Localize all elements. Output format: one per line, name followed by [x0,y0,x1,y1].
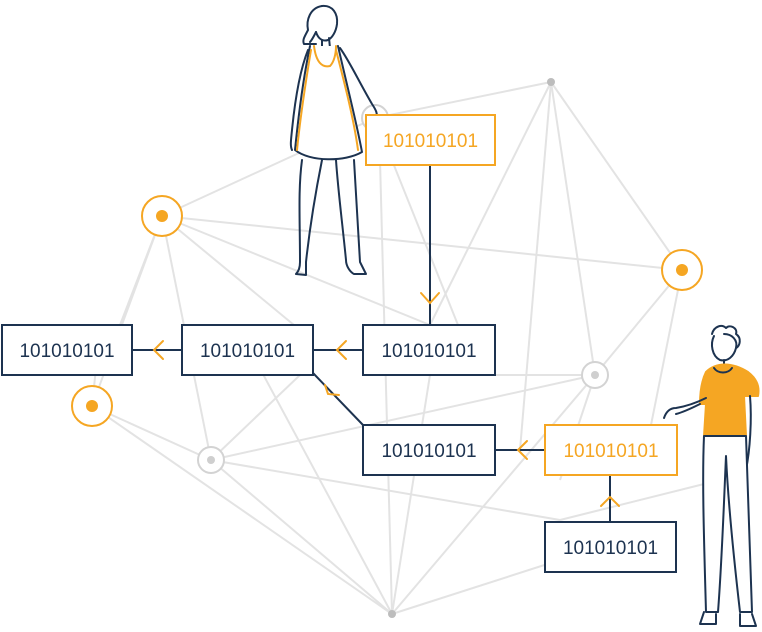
svg-text:101010101: 101010101 [563,441,658,462]
box-mid-right: 101010101 [362,324,496,376]
box-left: 101010101 [1,324,133,376]
svg-text:101010101: 101010101 [381,441,476,462]
arrow-head-icon [152,292,620,507]
svg-text:101010101: 101010101 [200,341,295,362]
svg-text:101010101: 101010101 [19,341,114,362]
svg-text:101010101: 101010101 [381,341,476,362]
svg-text:101010101: 101010101 [383,131,478,152]
svg-text:101010101: 101010101 [563,538,658,559]
box-lower-mid: 101010101 [362,424,496,476]
network-node-icon [71,195,703,427]
box-mid-left: 101010101 [181,324,314,376]
box-right-orange: 101010101 [544,424,678,476]
box-bottom-right: 101010101 [544,521,677,573]
box-top-orange: 101010101 [365,114,496,166]
network-lines [91,81,721,615]
man-figure-icon [663,325,760,627]
